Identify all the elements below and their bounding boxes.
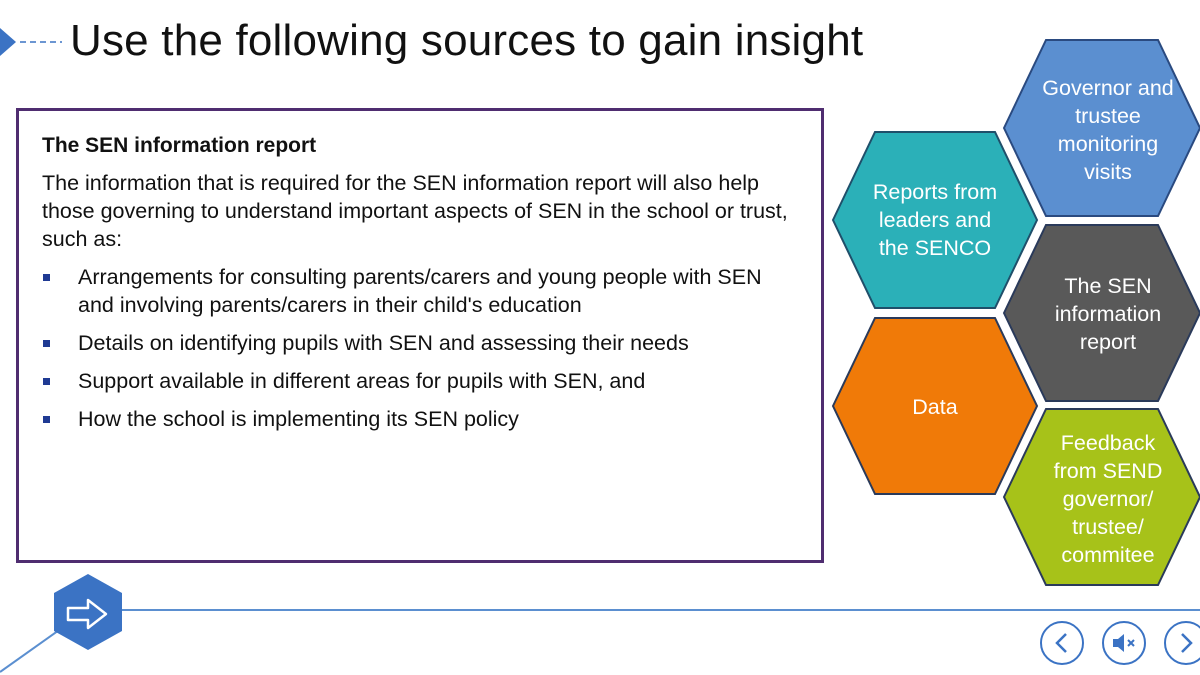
list-item: How the school is implementing its SEN p… xyxy=(42,405,799,433)
footer-decoration xyxy=(0,574,1200,673)
bullet-icon xyxy=(43,416,50,423)
list-item-text: Details on identifying pupils with SEN a… xyxy=(78,331,689,355)
list-item-text: How the school is implementing its SEN p… xyxy=(78,407,519,431)
bullet-icon xyxy=(43,378,50,385)
chevron-left-icon xyxy=(1055,633,1067,653)
list-item: Support available in different areas for… xyxy=(42,367,799,395)
hexagon-label-reports: Reports from leaders and the SENCO xyxy=(872,180,998,260)
page-title: Use the following sources to gain insigh… xyxy=(70,16,864,65)
content-intro: The information that is required for the… xyxy=(42,171,788,251)
hexagon-label-data: Data xyxy=(912,395,958,419)
list-item: Details on identifying pupils with SEN a… xyxy=(42,329,799,357)
list-item: Arrangements for consulting parents/care… xyxy=(42,263,799,319)
arrow-icon[interactable] xyxy=(64,596,112,632)
list-item-text: Support available in different areas for… xyxy=(78,369,646,393)
bullet-icon xyxy=(43,274,50,281)
hexagon-label-sen-report: The SEN information report xyxy=(1054,274,1162,354)
mute-icon xyxy=(1113,634,1135,652)
hexagon-label-governor-visits: Governor and trustee monitoring visits xyxy=(1042,76,1174,184)
chevron-right-icon xyxy=(1181,633,1193,653)
title-marker-icon xyxy=(0,28,62,56)
list-item-text: Arrangements for consulting parents/care… xyxy=(78,265,762,317)
mute-button[interactable] xyxy=(1102,621,1146,665)
content-heading: The SEN information report xyxy=(42,134,317,157)
next-button[interactable] xyxy=(1164,621,1200,665)
hexagon-label-feedback: Feedback from SEND governor/ trustee/ co… xyxy=(1053,431,1163,567)
bullet-icon xyxy=(43,340,50,347)
bullet-list: Arrangements for consulting parents/care… xyxy=(42,263,799,433)
previous-button[interactable] xyxy=(1040,621,1084,665)
content-box: The SEN information report The informati… xyxy=(16,108,824,563)
